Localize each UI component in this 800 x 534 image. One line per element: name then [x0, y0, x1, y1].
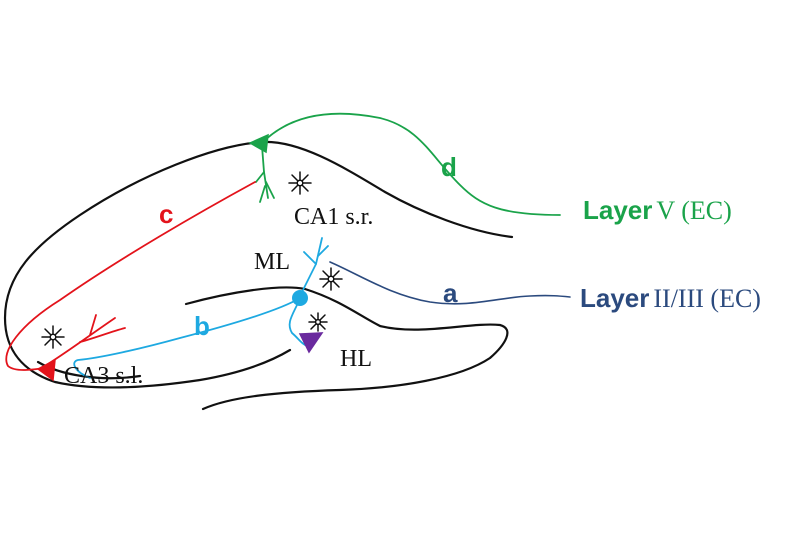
pathway-c-fiber [5, 181, 256, 371]
inner-hippocampus-outline [184, 286, 509, 411]
granule-cell-neuron-icon [292, 290, 308, 306]
layer-ii-iii-label: Layer II/III (EC) [580, 285, 761, 312]
granule-dendrite-branch-1 [303, 251, 317, 265]
layer-v-word: Layer [583, 195, 653, 225]
ca3-dendrite-2 [89, 314, 97, 336]
ca3-pyramidal-neuron-icon [36, 358, 56, 382]
pathway-b-fiber [73, 297, 301, 379]
hilar-neuron-icon [298, 332, 324, 354]
pathway-a-fiber [329, 261, 571, 305]
outer-hippocampus-outline [3, 140, 514, 389]
layer-v-label: Layer V (EC) [583, 197, 732, 224]
ml-region-label: ML [254, 249, 290, 275]
layer-ii-iii-suffix: II/III (EC) [653, 284, 761, 313]
hl-region-label: HL [340, 346, 372, 372]
pathway-c-label: c [159, 199, 174, 229]
pathway-b-label: b [194, 311, 210, 341]
granule-dendrite-branch-2 [317, 245, 329, 257]
ca1-region-label: CA1 s.r. [294, 204, 374, 230]
ca1-dendrite-branch-2 [265, 181, 275, 199]
pathway-d-label: d [441, 152, 457, 182]
pathway-a-label: a [443, 278, 458, 308]
ca3-region-label: CA3 s.l. [64, 363, 144, 389]
interneuron-ca3-icon [41, 325, 65, 349]
layer-ii-iii-word: Layer [580, 283, 650, 313]
ca1-dendrite-branch-1 [255, 171, 265, 183]
ca1-dendrite-branch-3 [259, 185, 266, 203]
interneuron-ml-icon [319, 267, 343, 291]
interneuron-hl-icon [308, 312, 328, 332]
pathway-d-fiber [261, 112, 561, 216]
layer-v-suffix: V (EC) [656, 196, 732, 225]
ca3-dendrite-3 [79, 327, 126, 343]
interneuron-ca1-icon [288, 171, 312, 195]
granule-axon [288, 297, 306, 346]
granule-dendrite-main [299, 237, 323, 297]
ca1-pyramidal-neuron-icon [248, 133, 269, 154]
